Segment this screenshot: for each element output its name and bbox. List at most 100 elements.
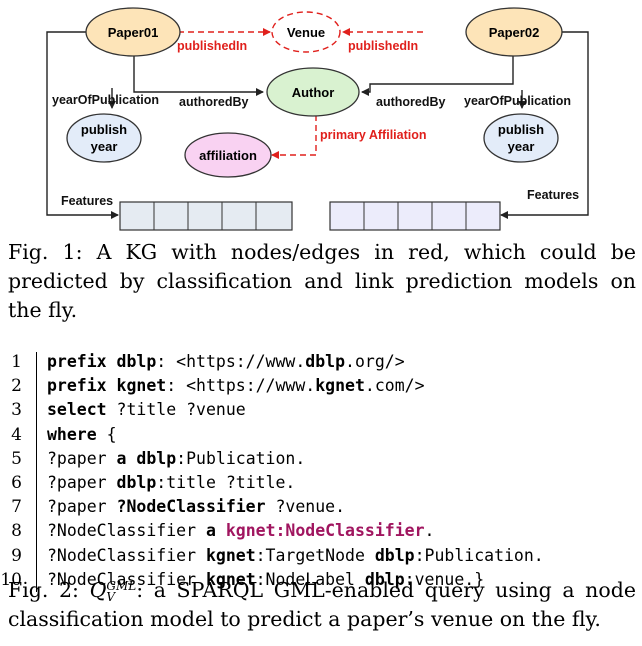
code-line: 5 ?paper a dblp:Publication. bbox=[0, 447, 642, 471]
node-author: Author bbox=[266, 67, 360, 117]
code-token: ?paper bbox=[47, 472, 117, 492]
code-token: :NodeLabel bbox=[255, 569, 365, 589]
line-number: 6 bbox=[11, 472, 22, 493]
code-token: ?paper bbox=[47, 448, 117, 468]
node-paper01-label: Paper01 bbox=[108, 25, 159, 40]
edge-primary-affiliation bbox=[271, 115, 317, 159]
code-token: : <https://www. bbox=[156, 352, 306, 371]
code-text: ?NodeClassifier a kgnet:NodeClassifier. bbox=[47, 519, 434, 543]
code-keyword: prefix kgnet bbox=[47, 376, 167, 396]
edge-features-right bbox=[500, 31, 589, 219]
edge-authoredby-right bbox=[361, 50, 514, 96]
edge-authoredby-left bbox=[133, 50, 264, 96]
edge-labels: publishedIn publishedIn yearOfPublicatio… bbox=[52, 39, 579, 208]
fig2-text: : a SPARQL GML-enabled query using a nod… bbox=[8, 578, 636, 631]
code-token: ?NodeClassifier bbox=[47, 569, 206, 589]
code-keyword: a bbox=[205, 521, 216, 541]
code-keyword: where bbox=[47, 424, 97, 444]
publish-year-left-line2: year bbox=[91, 139, 118, 154]
features-vector-right bbox=[329, 201, 501, 231]
code-token: : <https://www. bbox=[166, 376, 316, 396]
node-author-label: Author bbox=[292, 85, 335, 100]
code-line: 2 prefix kgnet: <https://www.kgnet.com/> bbox=[0, 374, 642, 398]
code-line: 4 where { bbox=[0, 423, 642, 447]
code-text: ?paper ?NodeClassifier ?venue. bbox=[47, 495, 345, 519]
code-text: select ?title ?venue bbox=[47, 398, 246, 422]
publish-year-left-line1: publish bbox=[81, 122, 127, 137]
fig2-math-sub: V bbox=[106, 590, 116, 604]
code-keyword: dblp bbox=[374, 545, 415, 565]
label-year-left: yearOfPublication bbox=[52, 93, 159, 107]
code-keyword: a dblp bbox=[116, 448, 177, 468]
publish-year-right-line1: publish bbox=[498, 122, 544, 137]
code-token: ?paper bbox=[47, 497, 117, 517]
code-keyword: kgnet bbox=[315, 376, 365, 396]
code-text: ?NodeClassifier kgnet:NodeLabel dblp:ven… bbox=[47, 568, 484, 592]
code-keyword: select bbox=[47, 400, 107, 420]
node-publish-year-right: publish year bbox=[483, 113, 559, 163]
line-number: 2 bbox=[11, 376, 22, 397]
node-affiliation: affiliation bbox=[184, 132, 272, 178]
code-line: 9 ?NodeClassifier kgnet:TargetNode dblp:P… bbox=[0, 544, 642, 568]
code-text: ?paper a dblp:Publication. bbox=[47, 447, 305, 471]
publish-year-right-line2: year bbox=[508, 139, 535, 154]
code-line: 7?paper ?NodeClassifier ?venue. bbox=[0, 495, 642, 519]
code-keyword: dblp bbox=[364, 569, 405, 589]
features-vector-left bbox=[119, 201, 293, 231]
line-number: 4 bbox=[11, 424, 22, 445]
code-token: { bbox=[96, 424, 117, 444]
line-number: 10 bbox=[0, 569, 22, 590]
fig2-math-sup: GML bbox=[106, 579, 137, 593]
label-features-right: Features bbox=[527, 188, 579, 202]
label-publishedin-right: publishedIn bbox=[348, 39, 418, 53]
code-token: :venue.} bbox=[404, 569, 485, 589]
node-paper02-label: Paper02 bbox=[489, 25, 540, 40]
fig1-caption: Fig. 1: A KG with nodes/edges in red, wh… bbox=[8, 240, 636, 322]
kg-diagram: Paper01 Paper02 Venue Author publish yea… bbox=[46, 7, 589, 231]
fig2-prefix: Fig. 2: bbox=[8, 578, 90, 602]
label-primary-affiliation: primary Affiliation bbox=[320, 128, 427, 142]
label-publishedin-left: publishedIn bbox=[177, 39, 247, 53]
code-keyword: kgnet bbox=[205, 569, 256, 589]
node-venue-label: Venue bbox=[287, 25, 325, 40]
code-text: prefix dblp: <https://www.dblp.org/> bbox=[47, 350, 405, 374]
code-text: where { bbox=[47, 423, 117, 447]
code-keyword: prefix dblp bbox=[47, 352, 157, 371]
code-token: ?title ?venue bbox=[106, 400, 246, 420]
code-token: ?NodeClassifier bbox=[47, 521, 206, 541]
code-token: :Publication. bbox=[414, 545, 544, 565]
edges bbox=[46, 28, 589, 219]
code-token: ?NodeClassifier bbox=[47, 545, 206, 565]
line-number: 3 bbox=[11, 400, 22, 421]
code-token: .com/> bbox=[364, 376, 425, 396]
code-keyword: dblp bbox=[116, 472, 157, 492]
code-line: 3 select ?title ?venue bbox=[0, 398, 642, 422]
node-affiliation-label: affiliation bbox=[199, 148, 257, 163]
code-keyword: ?NodeClassifier bbox=[116, 497, 266, 517]
code-line: 8?NodeClassifier a kgnet:NodeClassifier. bbox=[0, 519, 642, 543]
node-venue: Venue bbox=[271, 11, 341, 53]
code-token: :TargetNode bbox=[255, 545, 375, 565]
node-paper02: Paper02 bbox=[465, 7, 563, 57]
code-token: .org/> bbox=[345, 352, 405, 371]
code-text: prefix kgnet: <https://www.kgnet.com/> bbox=[47, 374, 425, 398]
node-publish-year-left: publish year bbox=[66, 113, 142, 163]
line-number: 9 bbox=[11, 545, 22, 566]
code-keyword: kgnet bbox=[205, 545, 256, 565]
label-year-right: yearOfPublication bbox=[464, 94, 571, 108]
node-paper01: Paper01 bbox=[85, 7, 181, 57]
code-line-rule bbox=[36, 352, 37, 592]
code-text: ?paper dblp:title ?title. bbox=[47, 471, 295, 495]
code-token: ?venue. bbox=[265, 497, 346, 517]
code-keyword: dblp bbox=[305, 352, 346, 371]
label-authoredby-left: authoredBy bbox=[179, 95, 249, 109]
code-highlight: kgnet:NodeClassifier bbox=[225, 521, 425, 541]
code-token bbox=[216, 521, 226, 540]
fig2-math-base: Q bbox=[89, 578, 107, 602]
line-number: 5 bbox=[11, 448, 22, 469]
code-token: :title ?title. bbox=[156, 472, 296, 492]
code-text: ?NodeClassifier kgnet:TargetNode dblp:Pu… bbox=[47, 544, 544, 568]
